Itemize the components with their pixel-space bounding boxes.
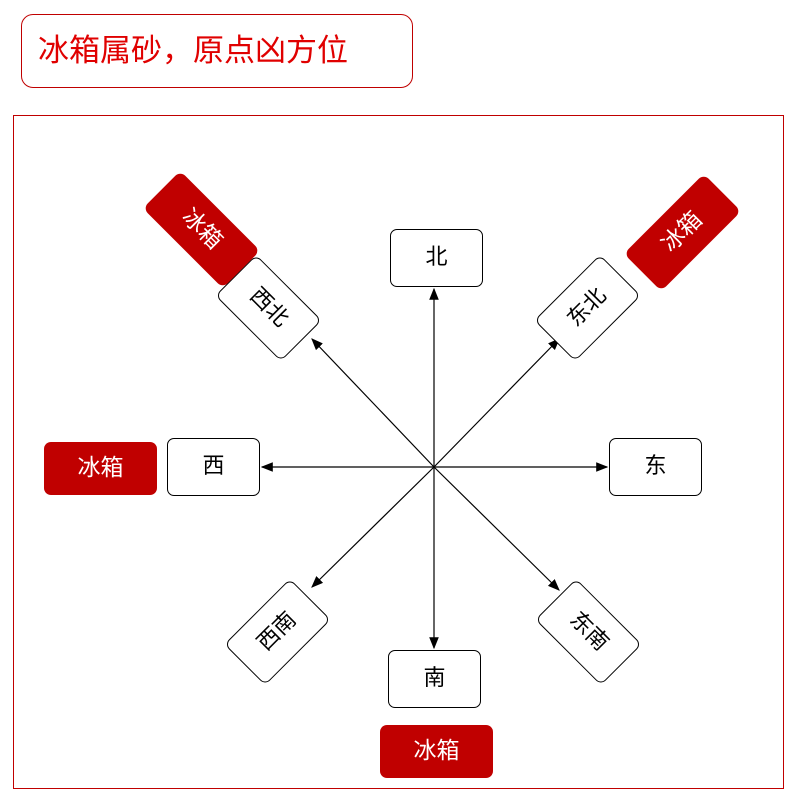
diagram-frame [13, 115, 784, 789]
page-title: 冰箱属砂，原点凶方位 [21, 14, 413, 88]
arrow-northeast [433, 338, 560, 468]
direction-west: 西 [167, 438, 260, 496]
fridge-label-south: 冰箱 [380, 725, 493, 778]
fridge-label-west: 冰箱 [44, 442, 157, 495]
arrow-southwest [311, 466, 435, 588]
direction-south: 南 [388, 650, 481, 708]
arrow-northwest [311, 338, 435, 468]
direction-north: 北 [390, 229, 483, 287]
arrow-southeast [433, 466, 560, 591]
direction-east: 东 [609, 438, 702, 496]
